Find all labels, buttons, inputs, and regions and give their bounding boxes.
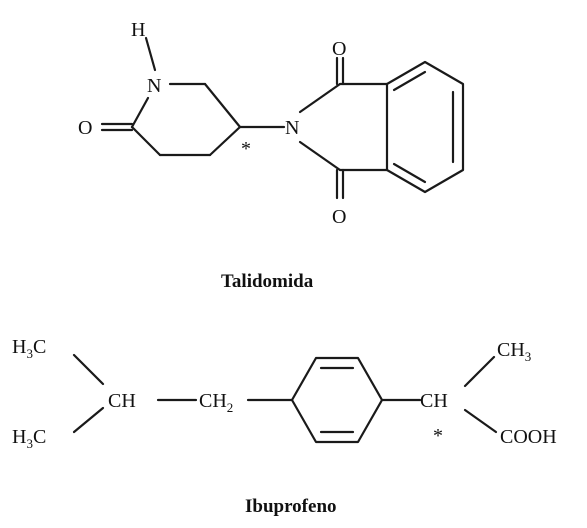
benzene-ring-thalidomide xyxy=(385,60,465,194)
benzene-inner-1 xyxy=(392,70,427,92)
thalidomide-structure: H N O * N O O Talidomida xyxy=(78,19,465,292)
label-ch-chiral: CH xyxy=(420,390,448,412)
caption-ibuprofen: Ibuprofeno xyxy=(245,496,337,517)
label-h3c-bottom: H3C xyxy=(12,426,46,451)
caption-thalidomide: Talidomida xyxy=(221,271,314,292)
bond-h3c-top-ch xyxy=(72,353,105,386)
bond-chstar-ch2b xyxy=(208,125,242,157)
label-cooh: COOH xyxy=(500,426,557,448)
atom-o-left: O xyxy=(78,117,92,139)
chiral-star-ibuprofen: * xyxy=(433,425,443,447)
ibuprofen-structure: H3C H3C CH CH2 CH * CH3 COOH Ibuprofeno xyxy=(12,336,557,517)
label-ch2: CH2 xyxy=(199,390,233,415)
bond-co-n xyxy=(130,96,150,129)
atom-o-bottom: O xyxy=(332,206,346,228)
bond-h3c-bot-ch xyxy=(72,406,105,434)
chiral-star-thalidomide: * xyxy=(241,138,251,160)
benzene-ring-ibuprofen xyxy=(290,356,384,444)
atom-n-imide: N xyxy=(285,117,299,139)
label-ch-isobutyl: CH xyxy=(108,390,136,412)
atom-o-top: O xyxy=(332,38,346,60)
bond-ch2c-co xyxy=(130,125,162,157)
atom-n-ring: N xyxy=(147,75,161,97)
bond-ch-ch3 xyxy=(463,355,496,388)
label-ch3: CH3 xyxy=(497,339,531,364)
bond-nimide-c-top xyxy=(298,82,342,114)
bond-nimide-c-bot xyxy=(298,140,342,172)
bond-ch2-chstar xyxy=(203,82,242,129)
atom-h: H xyxy=(131,19,145,41)
label-h3c-top: H3C xyxy=(12,336,46,361)
bond-ch-cooh xyxy=(463,408,498,434)
benzene-inner-3 xyxy=(392,162,427,184)
bond-n-h xyxy=(144,36,157,72)
